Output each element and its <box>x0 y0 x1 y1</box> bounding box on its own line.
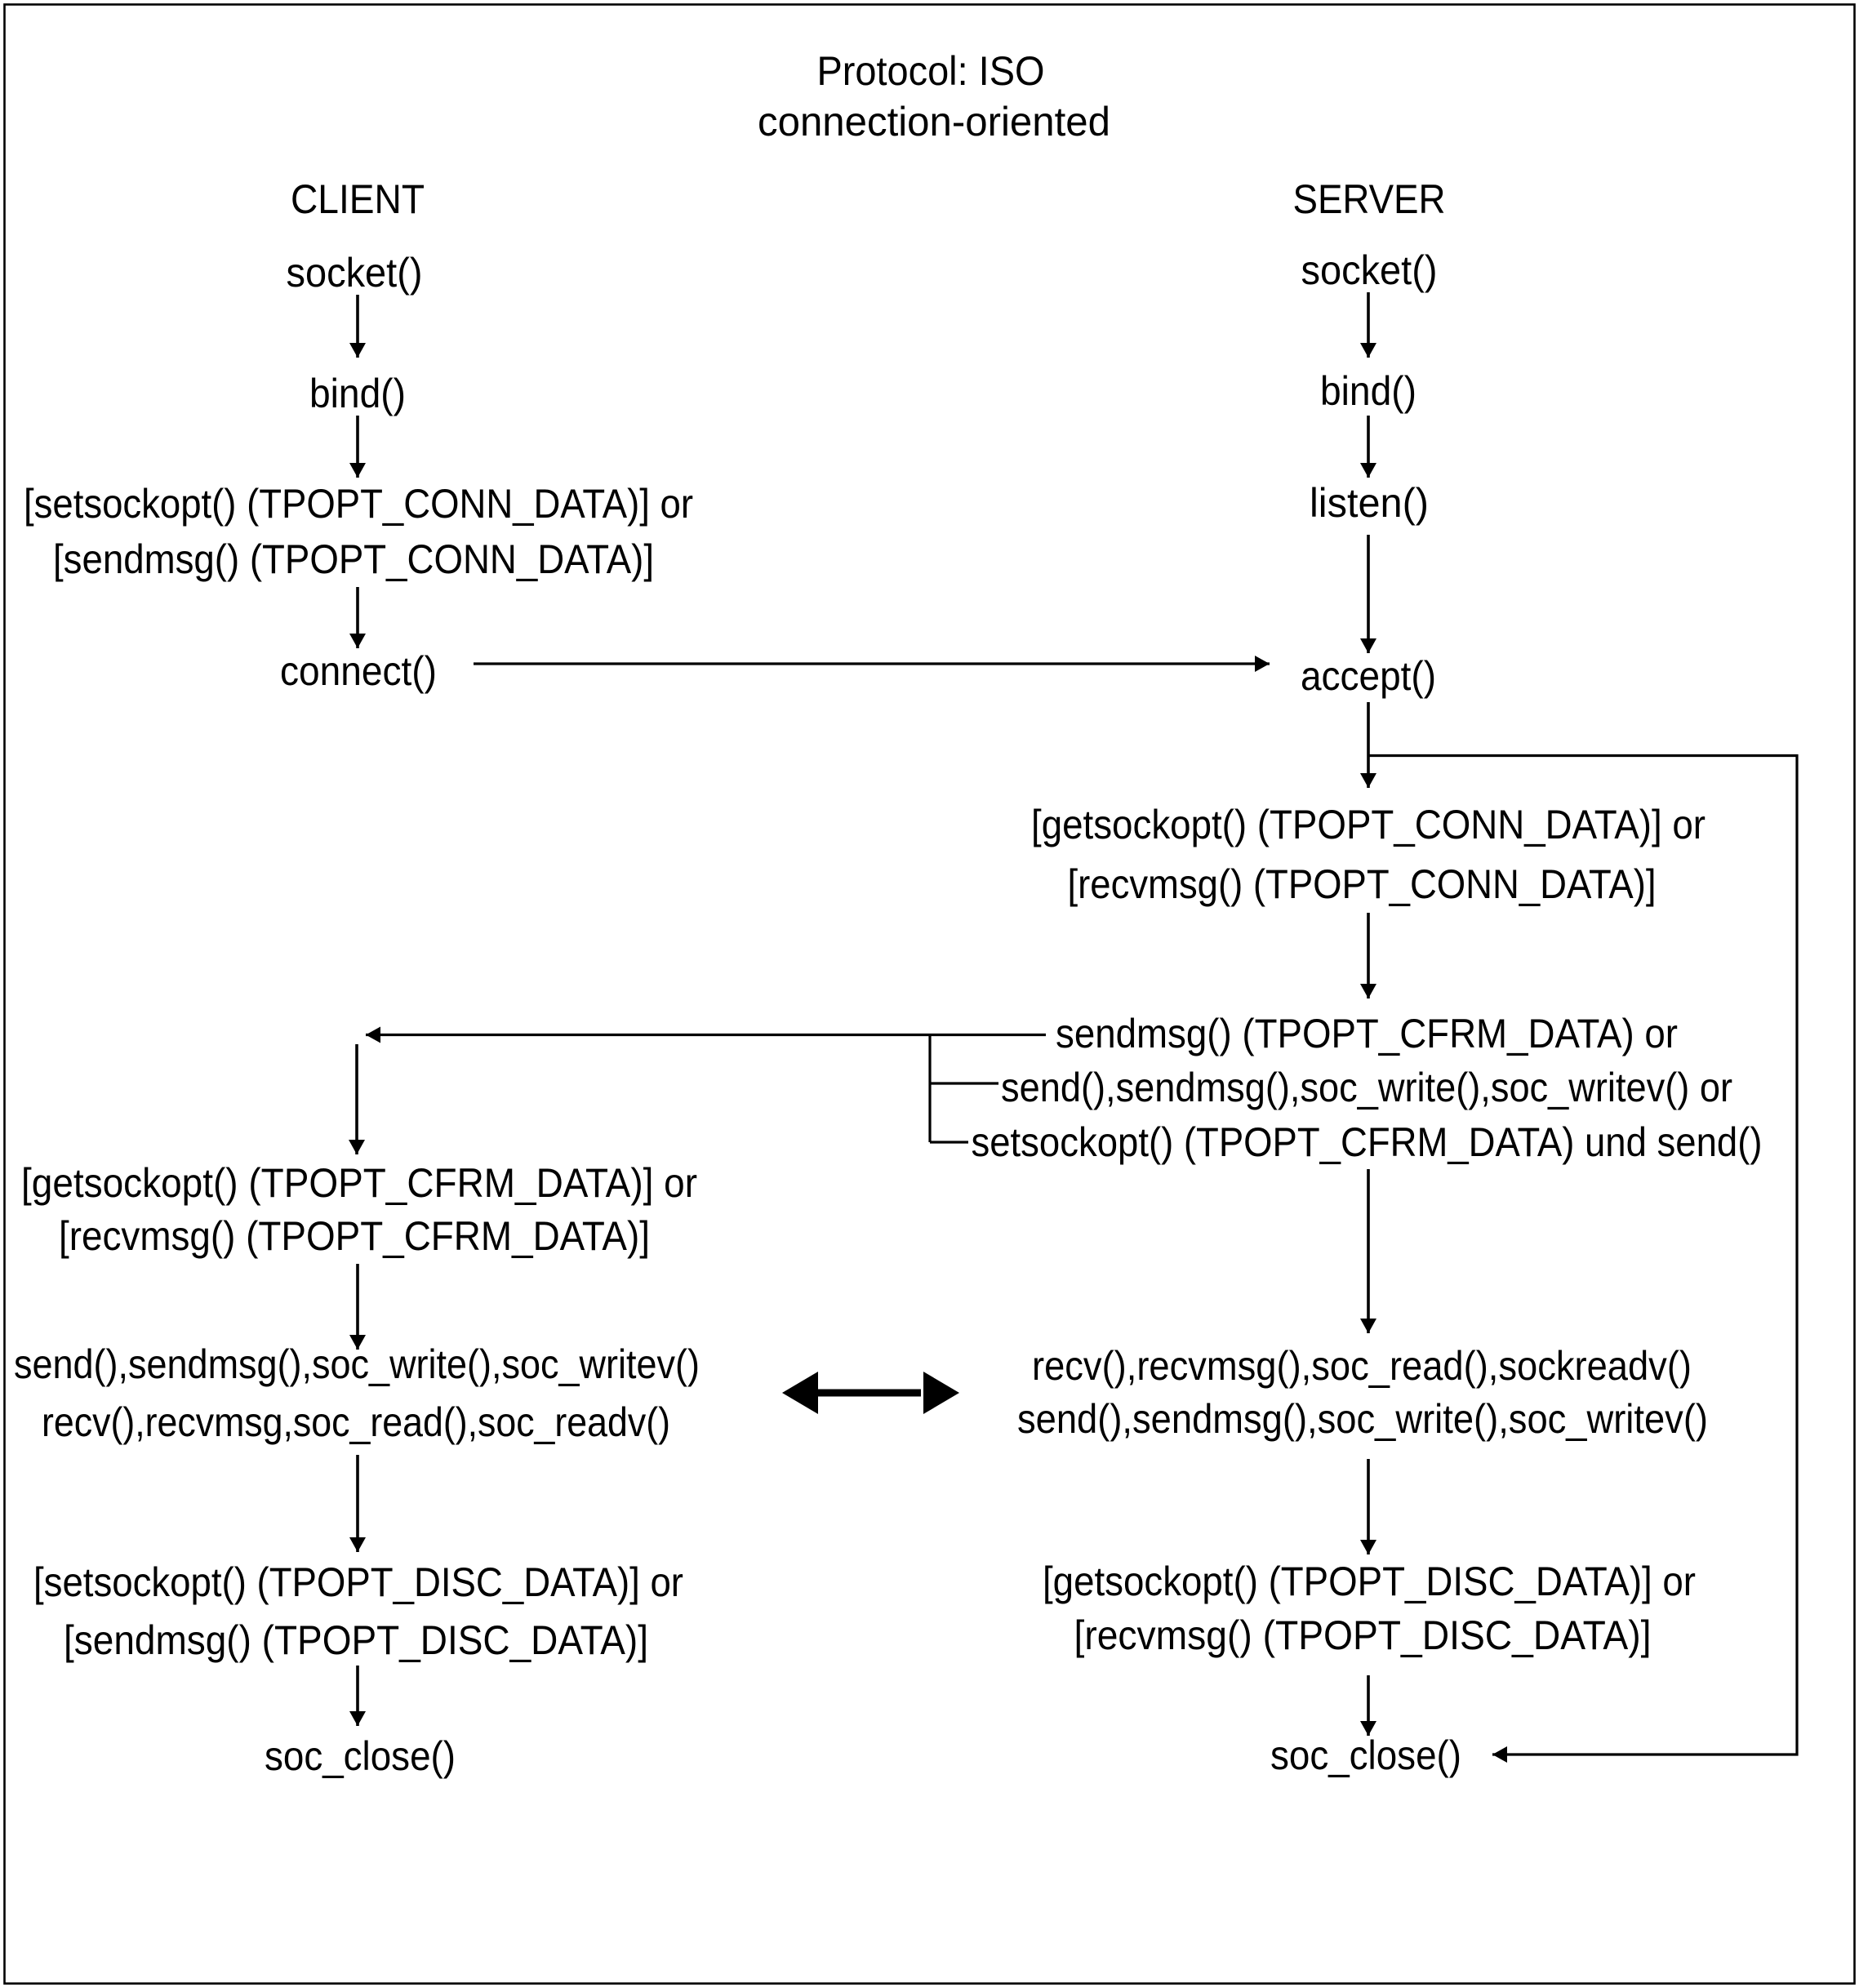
svg-text:Protocol: ISO: Protocol: ISO <box>817 48 1045 94</box>
svg-text:[recvmsg() (TPOPT_CFRM_DATA)]: [recvmsg() (TPOPT_CFRM_DATA)] <box>59 1213 650 1259</box>
svg-text:[setsockopt() (TPOPT_CONN_DATA: [setsockopt() (TPOPT_CONN_DATA)] or <box>24 481 693 527</box>
svg-text:[getsockopt() (TPOPT_CONN_DATA: [getsockopt() (TPOPT_CONN_DATA)] or <box>1031 802 1706 847</box>
svg-text:send(),sendmsg(),soc_write(),s: send(),sendmsg(),soc_write(),soc_writev(… <box>1017 1396 1708 1442</box>
svg-text:bind(): bind() <box>1320 368 1416 414</box>
svg-text:[sendmsg() (TPOPT_DISC_DATA)]: [sendmsg() (TPOPT_DISC_DATA)] <box>64 1617 648 1663</box>
svg-text:socket(): socket() <box>1301 247 1438 293</box>
svg-text:CLIENT: CLIENT <box>291 176 425 222</box>
svg-text:soc_close(): soc_close() <box>265 1733 456 1779</box>
svg-text:recv(),recvmsg,soc_read(),soc_: recv(),recvmsg,soc_read(),soc_readv() <box>42 1399 670 1445</box>
svg-text:setsockopt() (TPOPT_CFRM_DATA): setsockopt() (TPOPT_CFRM_DATA) und send(… <box>972 1119 1763 1165</box>
svg-text:send(),sendmsg(),soc_write(),s: send(),sendmsg(),soc_write(),soc_writev(… <box>1001 1065 1732 1110</box>
svg-text:accept(): accept() <box>1301 653 1436 699</box>
svg-text:connect(): connect() <box>280 648 437 694</box>
svg-text:soc_close(): soc_close() <box>1270 1732 1461 1778</box>
svg-text:[getsockopt() (TPOPT_CFRM_DATA: [getsockopt() (TPOPT_CFRM_DATA)] or <box>21 1160 697 1206</box>
svg-text:sendmsg() (TPOPT_CFRM_DATA) or: sendmsg() (TPOPT_CFRM_DATA) or <box>1056 1011 1678 1056</box>
svg-text:recv(),recvmsg(),soc_read(),so: recv(),recvmsg(),soc_read(),sockreadv() <box>1032 1343 1692 1389</box>
svg-text:socket(): socket() <box>287 250 423 296</box>
svg-text:connection-oriented: connection-oriented <box>758 99 1110 145</box>
svg-text:[getsockopt() (TPOPT_DISC_DATA: [getsockopt() (TPOPT_DISC_DATA)] or <box>1043 1559 1696 1604</box>
svg-text:listen(): listen() <box>1310 480 1429 526</box>
svg-text:[sendmsg() (TPOPT_CONN_DATA)]: [sendmsg() (TPOPT_CONN_DATA)] <box>53 536 654 582</box>
svg-text:[recvmsg() (TPOPT_DISC_DATA)]: [recvmsg() (TPOPT_DISC_DATA)] <box>1074 1612 1652 1658</box>
svg-text:SERVER: SERVER <box>1293 176 1446 222</box>
svg-text:[setsockopt() (TPOPT_DISC_DATA: [setsockopt() (TPOPT_DISC_DATA)] or <box>33 1559 683 1605</box>
svg-text:[recvmsg() (TPOPT_CONN_DATA)]: [recvmsg() (TPOPT_CONN_DATA)] <box>1068 861 1657 907</box>
svg-text:bind(): bind() <box>309 371 406 416</box>
